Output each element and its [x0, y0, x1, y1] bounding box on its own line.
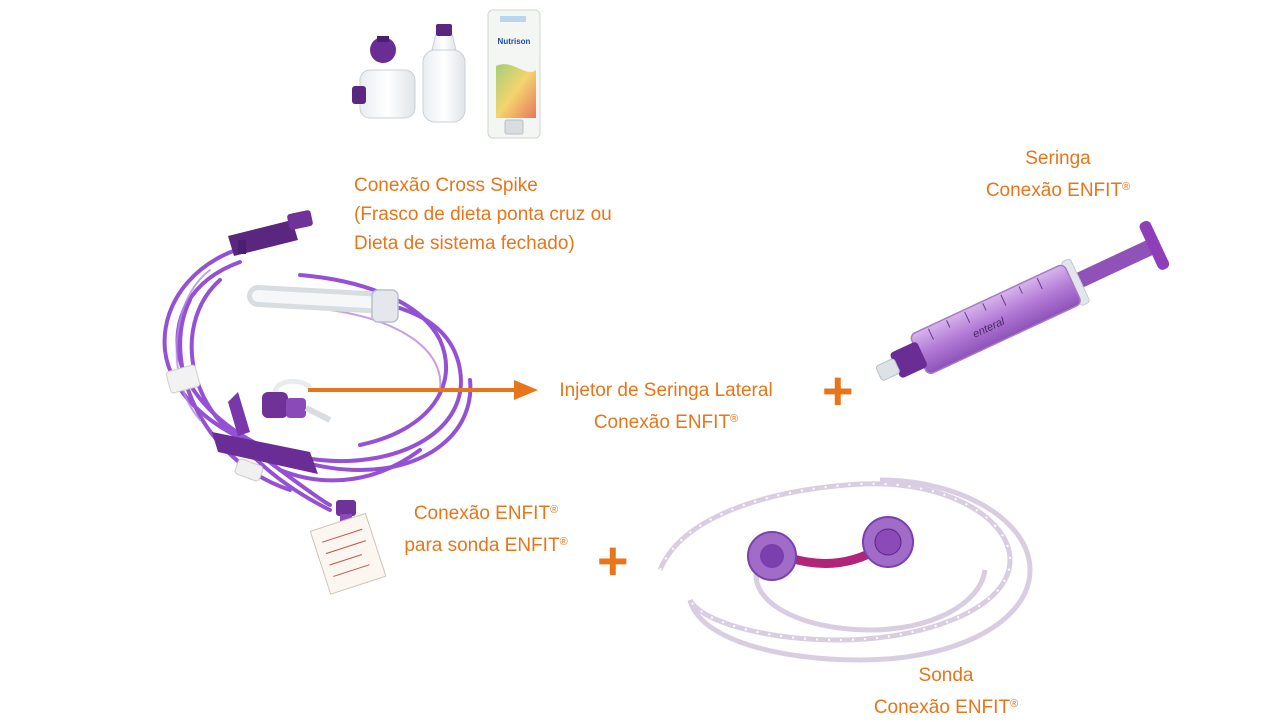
- cross-spike-label-line3: Dieta de sistema fechado): [354, 233, 575, 254]
- cross-spike-label: Conexão Cross Spike (Frasco de dieta pon…: [354, 171, 612, 258]
- registered-mark: ®: [730, 413, 739, 425]
- sonda-label-line1: Sonda: [918, 665, 974, 686]
- cross-spike-connector: [228, 210, 313, 256]
- enfit-tube-connector: [309, 500, 387, 595]
- tube-clip: [165, 364, 201, 394]
- roller-clamp: [212, 392, 318, 482]
- feeding-set-image: [162, 243, 473, 512]
- sonda-label-line2: Conexão ENFIT®: [846, 690, 1046, 722]
- registered-mark: ®: [1010, 698, 1019, 710]
- registered-mark: ®: [1122, 181, 1131, 193]
- injetor-label-line2-text: Conexão ENFIT: [593, 412, 731, 433]
- conexao-sonda-label-line2: para sonda ENFIT®: [376, 528, 596, 560]
- sonda-label: Sonda Conexão ENFIT®: [846, 661, 1046, 722]
- plus-sonda: +: [597, 531, 629, 591]
- enfit-syringe-image: enteral: [875, 220, 1170, 381]
- sonda-label-line2-text: Conexão ENFIT: [873, 697, 1011, 718]
- seringa-label-line1: Seringa: [1025, 148, 1091, 169]
- injetor-label-line1: Injetor de Seringa Lateral: [559, 380, 773, 401]
- seringa-label-line2-text: Conexão ENFIT: [985, 180, 1123, 201]
- conexao-sonda-label-line1-text: Conexão ENFIT: [413, 503, 551, 524]
- registered-mark: ®: [550, 504, 559, 516]
- diet-pack-image: Nutrison: [487, 9, 541, 139]
- conexao-sonda-label: Conexão ENFIT® para sonda ENFIT®: [376, 496, 596, 560]
- injetor-label: Injetor de Seringa Lateral Conexão ENFIT…: [536, 376, 796, 437]
- arrow-to-injector: [308, 380, 538, 400]
- injetor-label-line2: Conexão ENFIT®: [536, 405, 796, 437]
- cross-spike-label-line2: (Frasco de dieta ponta cruz ou: [354, 204, 612, 225]
- registered-mark: ®: [559, 536, 568, 548]
- pack-brand-text: Nutrison: [498, 37, 531, 46]
- side-injection-port: [262, 378, 332, 423]
- cross-spike-label-line1: Conexão Cross Spike: [354, 175, 538, 196]
- seringa-label: Seringa Conexão ENFIT®: [958, 144, 1158, 205]
- seringa-label-line2: Conexão ENFIT®: [958, 173, 1158, 205]
- conexao-sonda-label-line2-text: para sonda ENFIT: [404, 535, 560, 556]
- conexao-sonda-label-line1: Conexão ENFIT®: [376, 496, 596, 528]
- plus-syringe: +: [822, 361, 854, 421]
- diet-bottles-image: [352, 24, 466, 123]
- enfit-feeding-tube-image: [657, 477, 1033, 663]
